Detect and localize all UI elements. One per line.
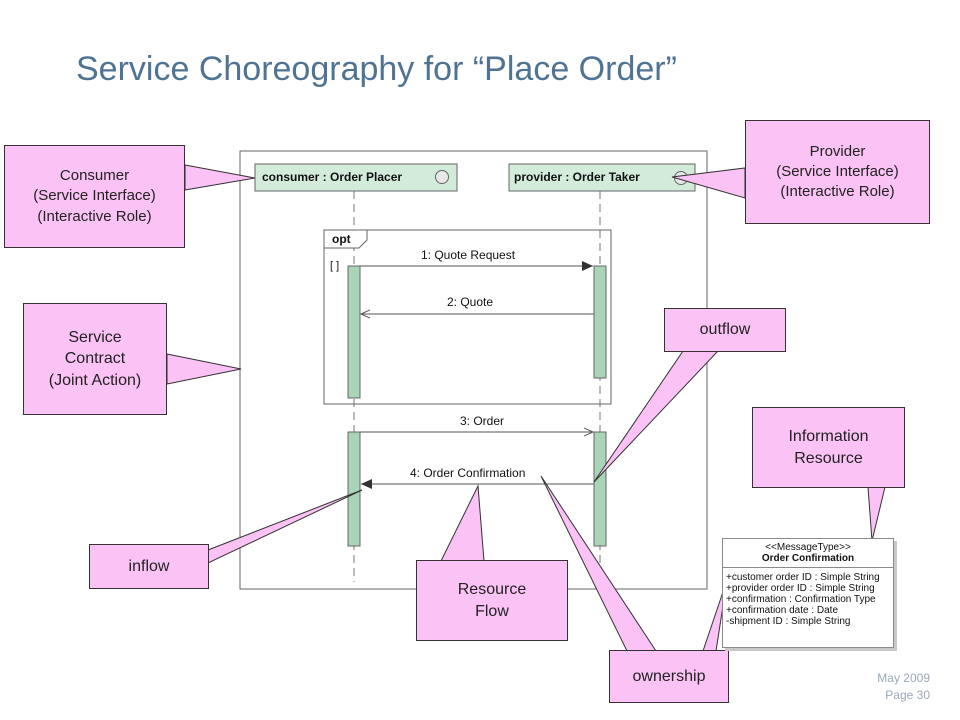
consumer-activation-1: [347, 265, 361, 399]
provider-lifeline-label: provider : Order Taker: [514, 170, 640, 184]
resource-flow-callout: Resource Flow: [416, 560, 568, 641]
message-type-attribute: -shipment ID : Simple String: [726, 616, 851, 627]
consumer-lifeline-head: [254, 163, 458, 192]
opt-fragment: [323, 229, 612, 405]
consumer-activation-2: [347, 431, 361, 547]
message-order-confirmation-label: 4: Order Confirmation: [410, 466, 525, 480]
message-quote-request-label: 1: Quote Request: [421, 248, 516, 262]
provider-activation-1: [593, 265, 607, 379]
opt-label: opt: [332, 232, 351, 246]
message-type-name: Order Confirmation: [723, 553, 893, 568]
information-callout-pointer: [867, 486, 886, 542]
message-type-stereotype: <<MessageType>>: [765, 542, 851, 553]
information-resource-callout: Information Resource: [752, 407, 905, 488]
contract-callout: Service Contract (Joint Action): [23, 303, 167, 415]
footer-page-number: Page 30: [885, 687, 930, 702]
message-type-class: <<MessageType>> Order Confirmation +cust…: [722, 538, 894, 648]
consumer-callout-pointer: [184, 164, 256, 191]
message-type-attribute: +confirmation date : Date: [726, 605, 839, 616]
consumer-callout: Consumer (Service Interface) (Interactiv…: [4, 145, 185, 248]
ownership-callout: ownership: [609, 650, 729, 703]
message-quote-label: 2: Quote: [447, 295, 493, 309]
consumer-interface-icon: [435, 170, 449, 184]
message-type-attribute: +confirmation : Confirmation Type: [726, 594, 876, 605]
message-order-label: 3: Order: [460, 414, 504, 428]
opt-fragment-tab: [323, 229, 368, 249]
contract-callout-pointer: [166, 353, 242, 385]
provider-callout: Provider (Service Interface) (Interactiv…: [745, 120, 930, 224]
provider-lifeline-head: [508, 163, 696, 192]
consumer-lifeline-label: consumer : Order Placer: [262, 170, 402, 184]
page-title: Service Choreography for “Place Order”: [76, 50, 677, 88]
footer: May 2009 Page 30: [877, 670, 930, 704]
provider-activation-2: [593, 431, 607, 547]
guard-label: [ ]: [330, 260, 339, 272]
message-type-attributes: +customer order ID : Simple String +prov…: [723, 568, 893, 627]
inflow-callout: inflow: [89, 544, 209, 589]
footer-date: May 2009: [877, 671, 930, 685]
message-type-attribute: +provider order ID : Simple String: [726, 583, 875, 594]
message-type-attribute: +customer order ID : Simple String: [726, 572, 880, 583]
outflow-callout: outflow: [664, 308, 786, 352]
